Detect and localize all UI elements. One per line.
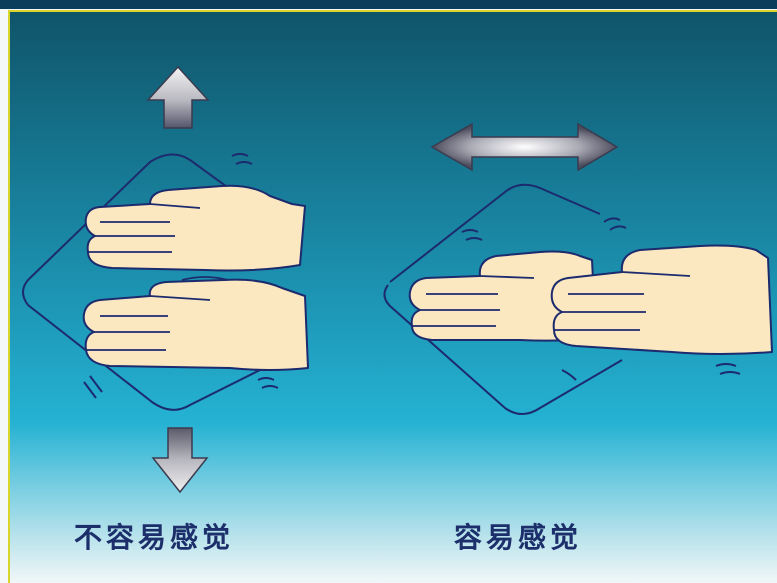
caption-easy-to-feel: 容易感觉 <box>454 521 583 554</box>
up-arrow <box>146 65 210 129</box>
bottom-hand <box>82 276 309 371</box>
caption-hard-to-feel: 不容易感觉 <box>74 521 235 554</box>
right-figure <box>383 122 773 415</box>
right-left-hand <box>408 250 597 342</box>
motion-outline-left <box>22 153 301 411</box>
top-band <box>0 0 777 9</box>
motion-outline-right <box>383 183 623 415</box>
right-right-hand <box>550 244 773 355</box>
left-right-arrow <box>430 122 619 172</box>
vibration-marks-left <box>83 153 279 399</box>
top-hand <box>84 184 306 272</box>
left-figure <box>22 65 309 494</box>
down-arrow <box>151 427 209 494</box>
vibration-marks-right <box>461 217 741 381</box>
